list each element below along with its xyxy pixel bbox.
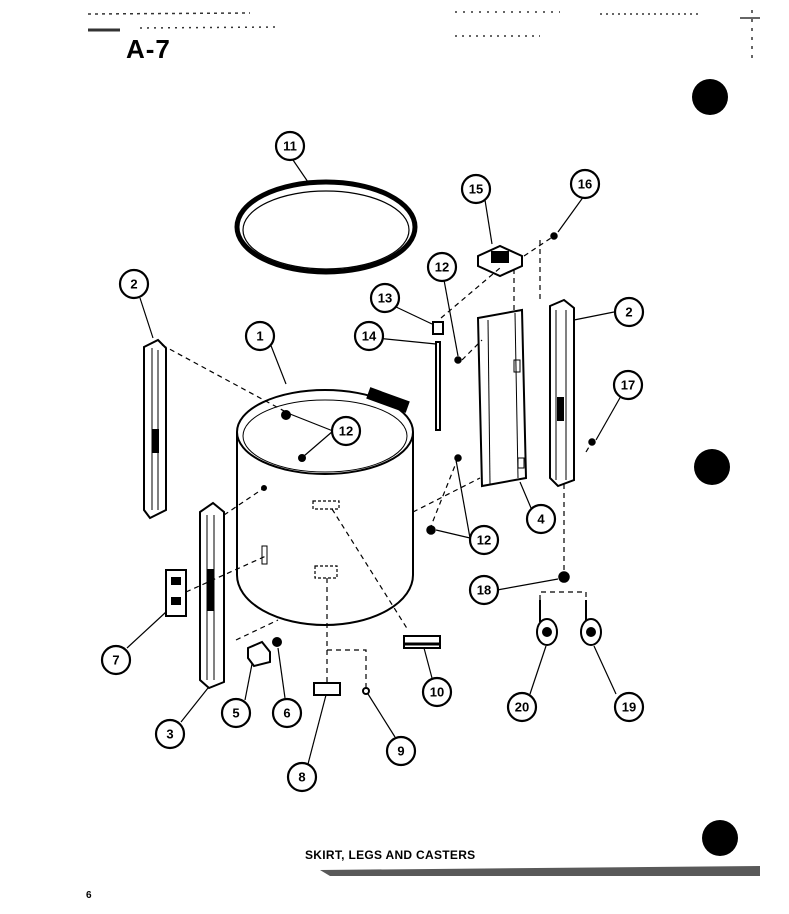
assembly-lines <box>161 235 593 688</box>
callout-15-circle <box>460 173 492 205</box>
binder-hole-bottom <box>702 820 738 856</box>
callout-16-circle <box>569 168 601 200</box>
leader-lines <box>126 159 622 765</box>
part-back-panel <box>476 308 528 488</box>
callout-17: 17 <box>621 378 635 393</box>
callout-12-lower: 12 <box>477 533 491 548</box>
part-plate-and-screw <box>313 682 370 696</box>
callout-1-circle <box>244 320 276 352</box>
callout-5-circle <box>220 697 252 729</box>
callout-7-circle <box>100 644 132 676</box>
part-cover-block <box>477 244 523 278</box>
callout-2-left: 2 <box>130 277 137 292</box>
page-label: A-7 <box>126 34 171 64</box>
callout-20-circle <box>506 691 538 723</box>
callout-17-circle <box>612 369 644 401</box>
callout-14: 14 <box>362 329 377 344</box>
callout-numbers: 1 2 2 3 4 5 6 7 8 9 10 11 12 12 12 12 13… <box>112 139 636 785</box>
callout-19-circle <box>613 691 645 723</box>
diagram-caption: SKIRT, LEGS AND CASTERS <box>305 848 476 862</box>
callout-18: 18 <box>477 583 491 598</box>
part-clip-and-screw <box>247 637 282 668</box>
callout-11-circle <box>274 130 306 162</box>
part-gasket-ring <box>234 179 418 275</box>
binder-hole-top <box>692 79 728 115</box>
scan-streak-bottom <box>320 866 760 876</box>
callout-12-skirt-circle <box>330 415 362 447</box>
callout-7: 7 <box>112 653 119 668</box>
part-leg-right <box>549 298 575 488</box>
callout-8-circle <box>286 761 318 793</box>
callout-1: 1 <box>256 329 263 344</box>
callout-14-circle <box>353 320 385 352</box>
callout-2-right-circle <box>613 296 645 328</box>
callout-9-circle <box>385 735 417 767</box>
part-bracket <box>165 569 187 617</box>
part-leg-front <box>199 501 225 690</box>
callout-2-right: 2 <box>625 305 632 320</box>
callout-3: 3 <box>166 727 173 742</box>
callout-11: 11 <box>283 139 297 154</box>
callout-5: 5 <box>232 706 239 721</box>
part-leg-left <box>143 338 167 520</box>
callout-12-lower-circle <box>468 524 500 556</box>
part-skirt-cylinder <box>236 387 414 626</box>
callout-12-skirt: 12 <box>339 424 353 439</box>
callout-12-upper: 12 <box>435 260 449 275</box>
page-number: 6 <box>86 890 92 901</box>
callout-4: 4 <box>537 512 545 527</box>
callout-2-left-circle <box>118 268 150 300</box>
callout-3-circle <box>154 718 186 750</box>
callout-18-circle <box>468 574 500 606</box>
scan-noise-top <box>87 10 760 60</box>
callout-20: 20 <box>515 700 529 715</box>
callout-9: 9 <box>397 744 404 759</box>
callout-8: 8 <box>298 770 305 785</box>
binder-hole-middle <box>694 449 730 485</box>
callout-10: 10 <box>430 685 444 700</box>
callout-15: 15 <box>469 182 483 197</box>
callout-19: 19 <box>622 700 636 715</box>
part-label-strip <box>403 635 441 649</box>
callout-6: 6 <box>283 706 290 721</box>
part-spacer-and-rod <box>432 321 444 431</box>
callout-circles <box>100 130 645 793</box>
callout-12-upper-circle <box>426 251 458 283</box>
callout-13-circle <box>369 282 401 314</box>
callout-13: 13 <box>378 291 392 306</box>
callout-16: 16 <box>578 177 592 192</box>
callout-6-circle <box>271 697 303 729</box>
callout-10-circle <box>421 676 453 708</box>
callout-4-circle <box>525 503 557 535</box>
part-casters <box>536 600 602 646</box>
